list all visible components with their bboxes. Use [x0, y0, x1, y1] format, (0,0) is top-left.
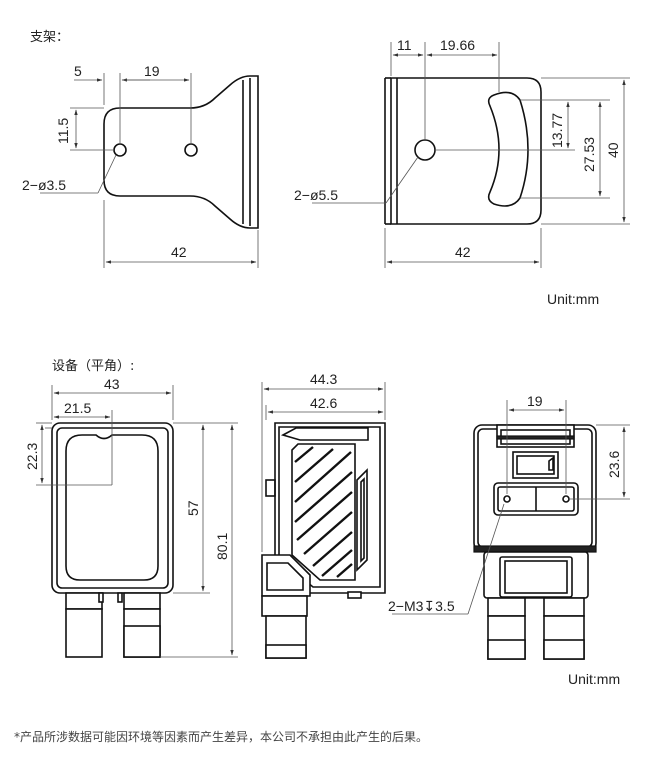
back-screw-hole-left	[503, 495, 511, 503]
dim-42-left: 42	[171, 244, 187, 260]
side-connector	[261, 595, 308, 617]
side-fin-area	[291, 443, 356, 581]
bracket-face-outline	[390, 77, 542, 225]
front-connector-left-top	[65, 592, 103, 610]
front-connector-right-top	[123, 592, 161, 610]
dim-44-3: 44.3	[310, 371, 337, 387]
device-back-view: 19 23.6 2−M3↧3.5	[388, 393, 630, 660]
back-screw-hole-right	[562, 495, 570, 503]
side-cooling-fins	[294, 446, 353, 578]
bracket-right-view: 11 19.66 13.77 27.53 40 2−ø5.5 42	[294, 37, 630, 268]
dim-22-3: 22.3	[24, 443, 40, 470]
dim-11: 11	[397, 37, 412, 53]
bracket-hole-right	[184, 143, 198, 157]
unit-label-device: Unit:mm	[568, 671, 620, 687]
dim-23-6: 23.6	[606, 451, 622, 478]
back-label-area	[512, 451, 559, 479]
dim-13-77: 13.77	[549, 113, 565, 148]
device-side-view: 44.3 42.6	[261, 371, 386, 659]
dim-5: 5	[74, 63, 82, 79]
dim-42-right: 42	[455, 244, 471, 260]
dim-19-back: 19	[527, 393, 543, 409]
front-window	[65, 434, 159, 581]
dim-19-66: 19.66	[440, 37, 475, 53]
front-connector-left	[65, 608, 103, 658]
dim-80-1: 80.1	[214, 533, 230, 560]
side-button	[265, 479, 276, 497]
dim-43: 43	[104, 376, 120, 392]
side-connector-housing	[261, 554, 311, 597]
footnote: *产品所涉数据可能因环境等因素而产生差异，本公司不承担由此产生的后果。	[14, 729, 428, 744]
bracket-plate-outline	[103, 75, 259, 229]
dim-42-6: 42.6	[310, 395, 337, 411]
bracket-title: 支架：	[30, 30, 69, 45]
bracket-arc-slot	[487, 91, 529, 207]
dim-thread-m3: 2−M3↧3.5	[388, 598, 455, 614]
dim-27-53: 27.53	[581, 137, 597, 172]
device-title: 设备（平角）:	[52, 358, 134, 374]
front-housing	[51, 422, 174, 594]
dim-11-5: 11.5	[55, 118, 71, 144]
bracket-hole-left	[113, 143, 127, 157]
dim-hole-5-5: 2−ø5.5	[294, 187, 338, 203]
dim-57: 57	[185, 500, 201, 516]
device-front-view: 43 21.5 22.3 57 80.1	[24, 376, 238, 658]
dim-21-5: 21.5	[64, 400, 91, 416]
unit-label-bracket: Unit:mm	[547, 291, 599, 307]
bracket-left-view: 5 19 11.5 2−ø3.5 42	[22, 63, 259, 268]
dim-40: 40	[605, 142, 621, 158]
dim-hole-3-5: 2−ø3.5	[22, 177, 66, 193]
dim-19: 19	[144, 63, 160, 79]
